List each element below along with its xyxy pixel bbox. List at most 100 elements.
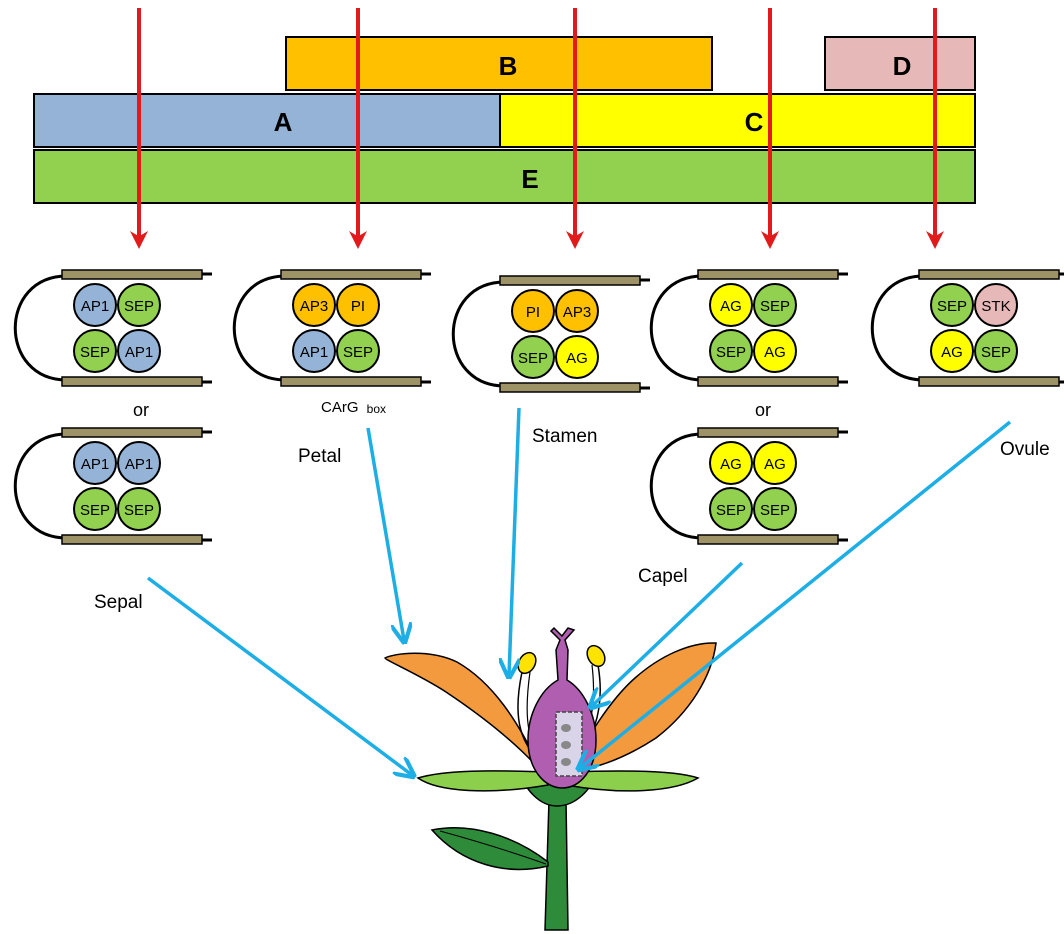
protein-ag (709, 441, 753, 485)
or-label-carpel: or (755, 400, 771, 420)
protein-label: PI (526, 304, 540, 321)
blue-arrow-ovule (580, 420, 1012, 768)
dna-loop (649, 274, 704, 382)
organ-label-stamen: Stamen (532, 426, 597, 447)
protein-ap1 (117, 329, 161, 373)
protein-sep (511, 335, 555, 379)
dna-bar-bottom (697, 376, 839, 387)
carg-label: CArG (321, 399, 359, 416)
class-e-label: E (521, 164, 538, 194)
protein-label: SEP (760, 298, 790, 315)
carg-box-label: CArG box (321, 399, 386, 416)
protein-ap1 (73, 441, 117, 485)
protein-ap1 (73, 283, 117, 327)
protein-sep (753, 283, 797, 327)
protein-label: AG (720, 298, 742, 315)
box-label: box (367, 402, 386, 416)
protein-label: AP1 (81, 298, 109, 315)
organ-label-carpel: Capel (638, 566, 688, 587)
class-a-label: A (274, 107, 293, 137)
protein-label: AG (720, 456, 742, 473)
blue-arrow-stamen (509, 407, 521, 675)
protein-label: AP1 (125, 456, 153, 473)
sepal-right (565, 770, 700, 792)
protein-pi (511, 289, 555, 333)
protein-ap3 (555, 289, 599, 333)
protein-label: SEP (716, 344, 746, 361)
organ-label-sepal: Sepal (94, 592, 143, 613)
dna-loop (451, 280, 506, 388)
protein-label: SEP (716, 502, 746, 519)
protein-label: SEP (124, 502, 154, 519)
stem-leaf (430, 827, 549, 871)
ovule-3 (561, 758, 571, 766)
dna-loop (232, 274, 287, 382)
protein-ag (709, 283, 753, 327)
class-b-label: B (499, 51, 518, 81)
protein-ag (753, 329, 797, 373)
protein-sep (709, 487, 753, 531)
or-label-sepal: or (133, 400, 149, 420)
protein-label: AP3 (563, 304, 591, 321)
protein-label: SEP (760, 502, 790, 519)
dna-loop (13, 432, 68, 540)
blue-arrow-petal (366, 427, 404, 640)
organ-label-petal: Petal (298, 446, 341, 467)
ovule-1 (561, 724, 571, 732)
stem-leaf-vein (439, 830, 547, 865)
class-d-bar (824, 36, 976, 91)
dna-bar-bottom (499, 382, 641, 393)
protein-sep (117, 487, 161, 531)
blue-arrow-carpel (592, 561, 744, 706)
protein-label: SEP (124, 298, 154, 315)
protein-label: SEP (80, 344, 110, 361)
anther-left (517, 651, 537, 675)
protein-sep (930, 283, 974, 327)
flower-illustration (384, 626, 717, 931)
protein-sep (336, 329, 380, 373)
dna-bar-top (918, 269, 1060, 280)
dna-bar-top (499, 275, 641, 286)
dna-bar-bottom (61, 376, 203, 387)
ovule-2 (561, 741, 571, 749)
protein-label: AG (764, 344, 786, 361)
protein-pi (336, 283, 380, 327)
protein-label: SEP (343, 344, 373, 361)
dna-bar-top (697, 269, 839, 280)
dna-bar-bottom (280, 376, 422, 387)
protein-sep (73, 487, 117, 531)
protein-label: AG (941, 344, 963, 361)
protein-sep (73, 329, 117, 373)
dna-loop (649, 432, 704, 540)
dna-bar-bottom (918, 376, 1060, 387)
dna-bar-top (280, 269, 422, 280)
protein-ag (753, 441, 797, 485)
dna-loop (870, 274, 925, 382)
protein-sep (974, 329, 1018, 373)
class-e-bar (33, 149, 976, 204)
sepal-left (416, 770, 549, 792)
protein-label: AG (764, 456, 786, 473)
protein-label: SEP (80, 502, 110, 519)
dna-bar-bottom (697, 534, 839, 545)
protein-label: SEP (937, 298, 967, 315)
petal-left (384, 652, 543, 773)
protein-ap1 (292, 329, 336, 373)
class-c-bar (499, 93, 976, 148)
dna-loop (13, 274, 68, 382)
protein-sep (117, 283, 161, 327)
protein-stk (974, 283, 1018, 327)
dna-bar-top (61, 269, 203, 280)
protein-ag (555, 335, 599, 379)
class-d-label: D (893, 51, 912, 81)
protein-label: AP1 (300, 344, 328, 361)
class-a-bar (33, 93, 501, 148)
protein-label: AG (566, 350, 588, 367)
organ-label-ovule: Ovule (1000, 439, 1050, 460)
